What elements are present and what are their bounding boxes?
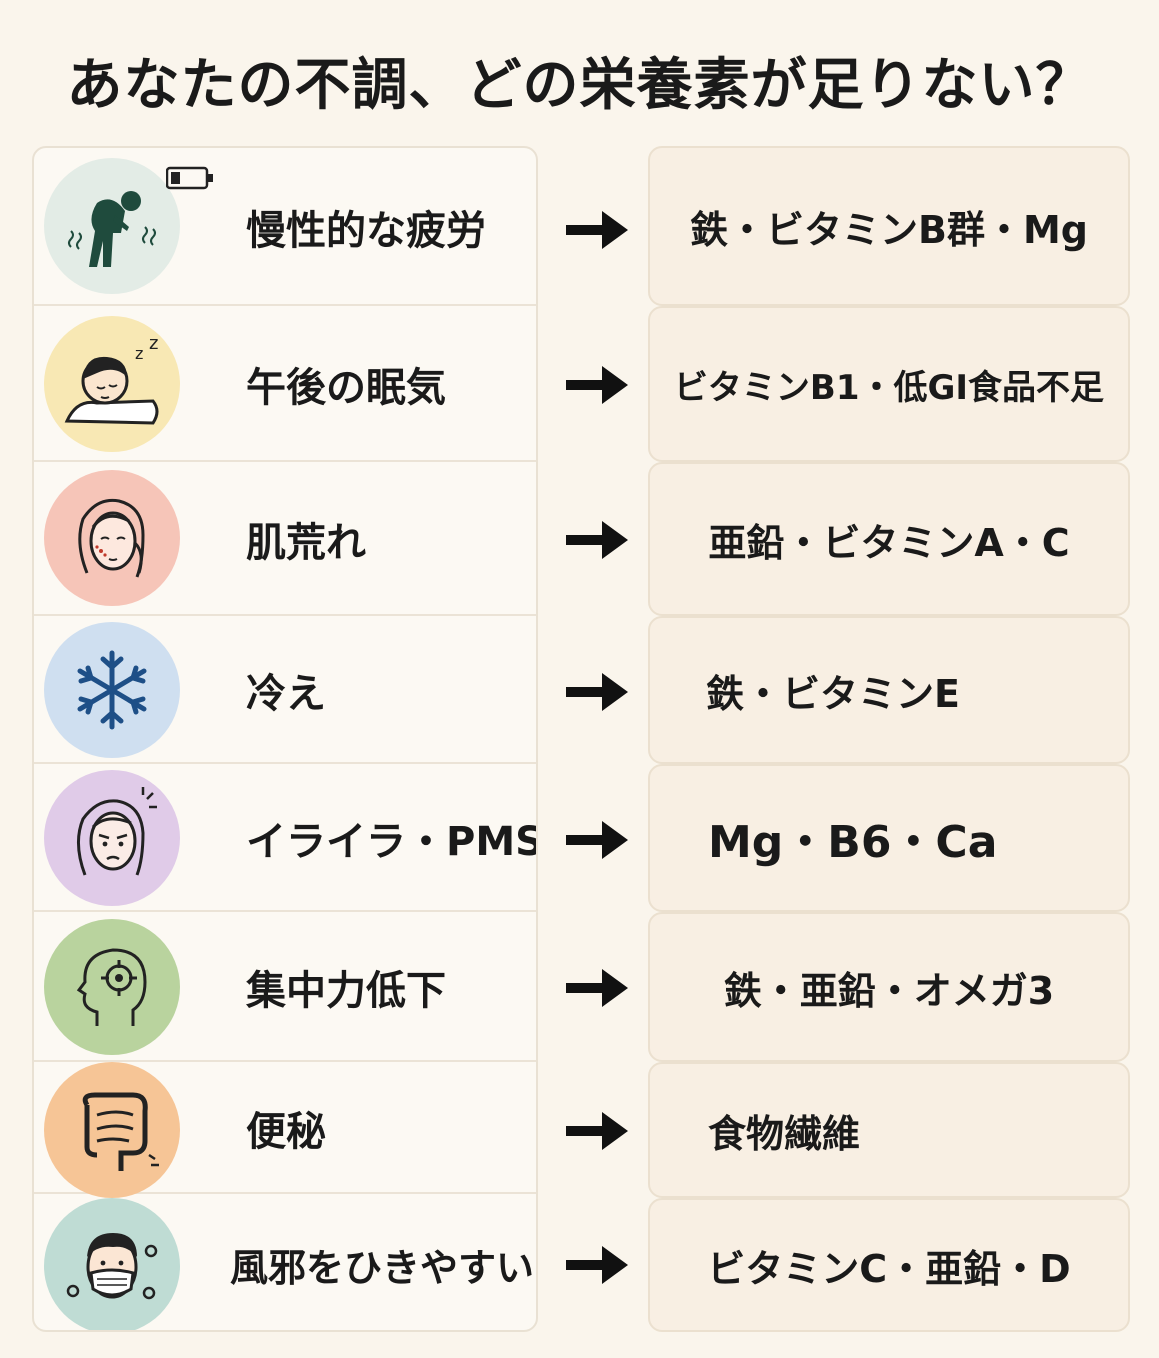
nutrient-label: ビタミンB1・低GI食品不足: [673, 367, 1105, 408]
snowflake-icon: [77, 650, 147, 730]
nutrient-label: 亜鉛・ビタミンA・C: [708, 520, 1070, 565]
arrow-right-icon: [566, 1246, 628, 1284]
tired-person-icon: [68, 191, 156, 267]
arrow-right-icon: [566, 969, 628, 1007]
symptom-row: 冷え: [34, 616, 536, 764]
symptom-label: イライラ・PMS: [246, 819, 538, 865]
arrow-right-icon: [566, 366, 628, 404]
symptom-row: イライラ・PMS: [34, 764, 536, 912]
symptom-panel: 慢性的な疲労 z z 午後の眠気: [32, 146, 538, 1332]
nutrient-box: Mg・B6・Ca: [648, 764, 1130, 912]
nutrient-box: 亜鉛・ビタミンA・C: [648, 462, 1130, 616]
nutrient-label: 食物繊維: [708, 1111, 861, 1156]
symptom-row: 慢性的な疲労: [34, 148, 536, 306]
nutrient-box: 鉄・ビタミンE: [648, 616, 1130, 764]
mask-person-icon: [66, 1233, 158, 1300]
nutrient-box: 鉄・亜鉛・オメガ3: [648, 912, 1130, 1062]
symptom-label: 冷え: [246, 671, 326, 717]
nutrient-box: ビタミンB1・低GI食品不足: [648, 306, 1130, 462]
icon-circle: [44, 158, 180, 294]
symptom-label: 午後の眠気: [246, 365, 446, 411]
symptom-label: 便秘: [246, 1109, 326, 1155]
head-target-icon: [76, 948, 147, 1026]
arrow-right-icon: [566, 821, 628, 859]
nutrient-box: 食物繊維: [648, 1062, 1130, 1198]
symptom-row: 肌荒れ: [34, 462, 536, 616]
icon-circle: [44, 622, 180, 758]
icon-circle: [44, 1062, 180, 1198]
icon-circle: [44, 470, 180, 606]
symptom-label: 集中力低下: [246, 968, 446, 1014]
nutrient-label: ビタミンC・亜鉛・D: [707, 1246, 1071, 1291]
intestine-icon: [82, 1092, 159, 1171]
nutrient-label: 鉄・ビタミンB群・Mg: [690, 207, 1088, 252]
battery-low-icon: [166, 166, 213, 190]
page-title: あなたの不調、どの栄養素が足りない？: [66, 53, 1093, 118]
arrow-right-icon: [566, 521, 628, 559]
arrow-right-icon: [566, 211, 628, 249]
nutrient-box: 鉄・ビタミンB群・Mg: [648, 146, 1130, 306]
symptom-label: 慢性的な疲労: [246, 208, 486, 254]
nutrient-label: Mg・B6・Ca: [708, 817, 998, 868]
symptom-label: 肌荒れ: [246, 520, 366, 566]
nutrient-label: 鉄・ビタミンE: [706, 671, 960, 716]
skin-trouble-face-icon: [78, 498, 145, 578]
nutrient-box: ビタミンC・亜鉛・D: [648, 1198, 1130, 1332]
symptom-label: 風邪をひきやすい: [230, 1245, 535, 1290]
symptom-row: 便秘: [34, 1062, 536, 1198]
icon-circle: [44, 770, 180, 906]
symptom-row: z z 午後の眠気: [34, 306, 536, 462]
sleepy-person-icon: z z: [64, 333, 159, 425]
nutrient-label: 鉄・亜鉛・オメガ3: [723, 968, 1055, 1013]
arrow-right-icon: [566, 1112, 628, 1150]
icon-circle: [44, 919, 180, 1055]
symptom-row: 集中力低下: [34, 912, 536, 1062]
svg-text:z: z: [149, 333, 158, 354]
icon-circle: [44, 1198, 180, 1330]
symptom-row: 風邪をひきやすい: [34, 1194, 536, 1330]
irritated-face-icon: [77, 787, 157, 876]
icon-circle: z z: [44, 316, 180, 452]
arrow-right-icon: [566, 673, 628, 711]
svg-text:z: z: [135, 344, 143, 363]
